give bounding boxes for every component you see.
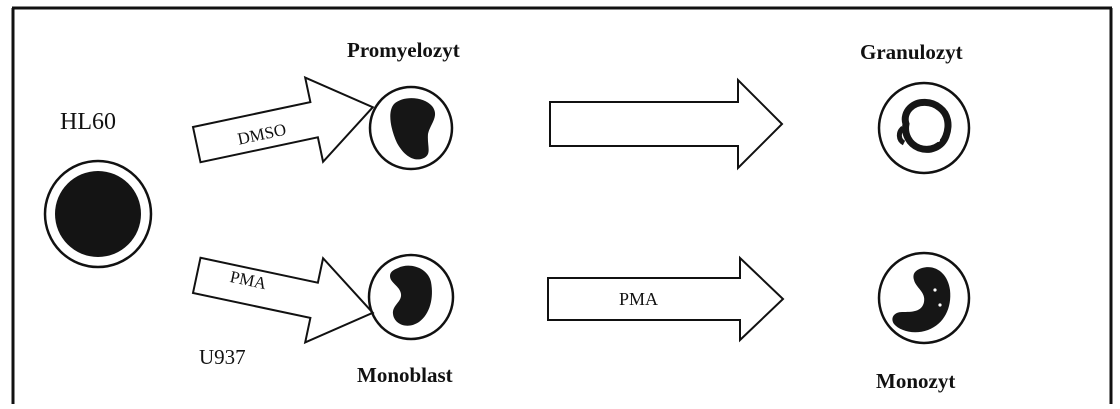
u937-label: U937: [199, 345, 246, 369]
upper-arrow: [549, 77, 784, 171]
promyelozyt-label: Promyelozyt: [347, 38, 460, 62]
hl60-cell: [43, 159, 153, 269]
pma-arrow-1: [191, 256, 375, 345]
pma-arrow-2-label: PMA: [619, 289, 659, 309]
promyelozyt-cell: [368, 85, 454, 171]
monozyt-cell: [877, 251, 971, 345]
monozyt-label: Monozyt: [876, 369, 956, 393]
pma-arrow-2: [547, 255, 785, 343]
monoblast-label: Monoblast: [357, 363, 453, 387]
dmso-arrow: [191, 75, 375, 164]
granulozyt-cell: [877, 81, 971, 175]
granulozyt-label: Granulozyt: [860, 40, 963, 64]
monoblast-cell: [367, 253, 455, 341]
hl60-label: HL60: [60, 109, 116, 135]
